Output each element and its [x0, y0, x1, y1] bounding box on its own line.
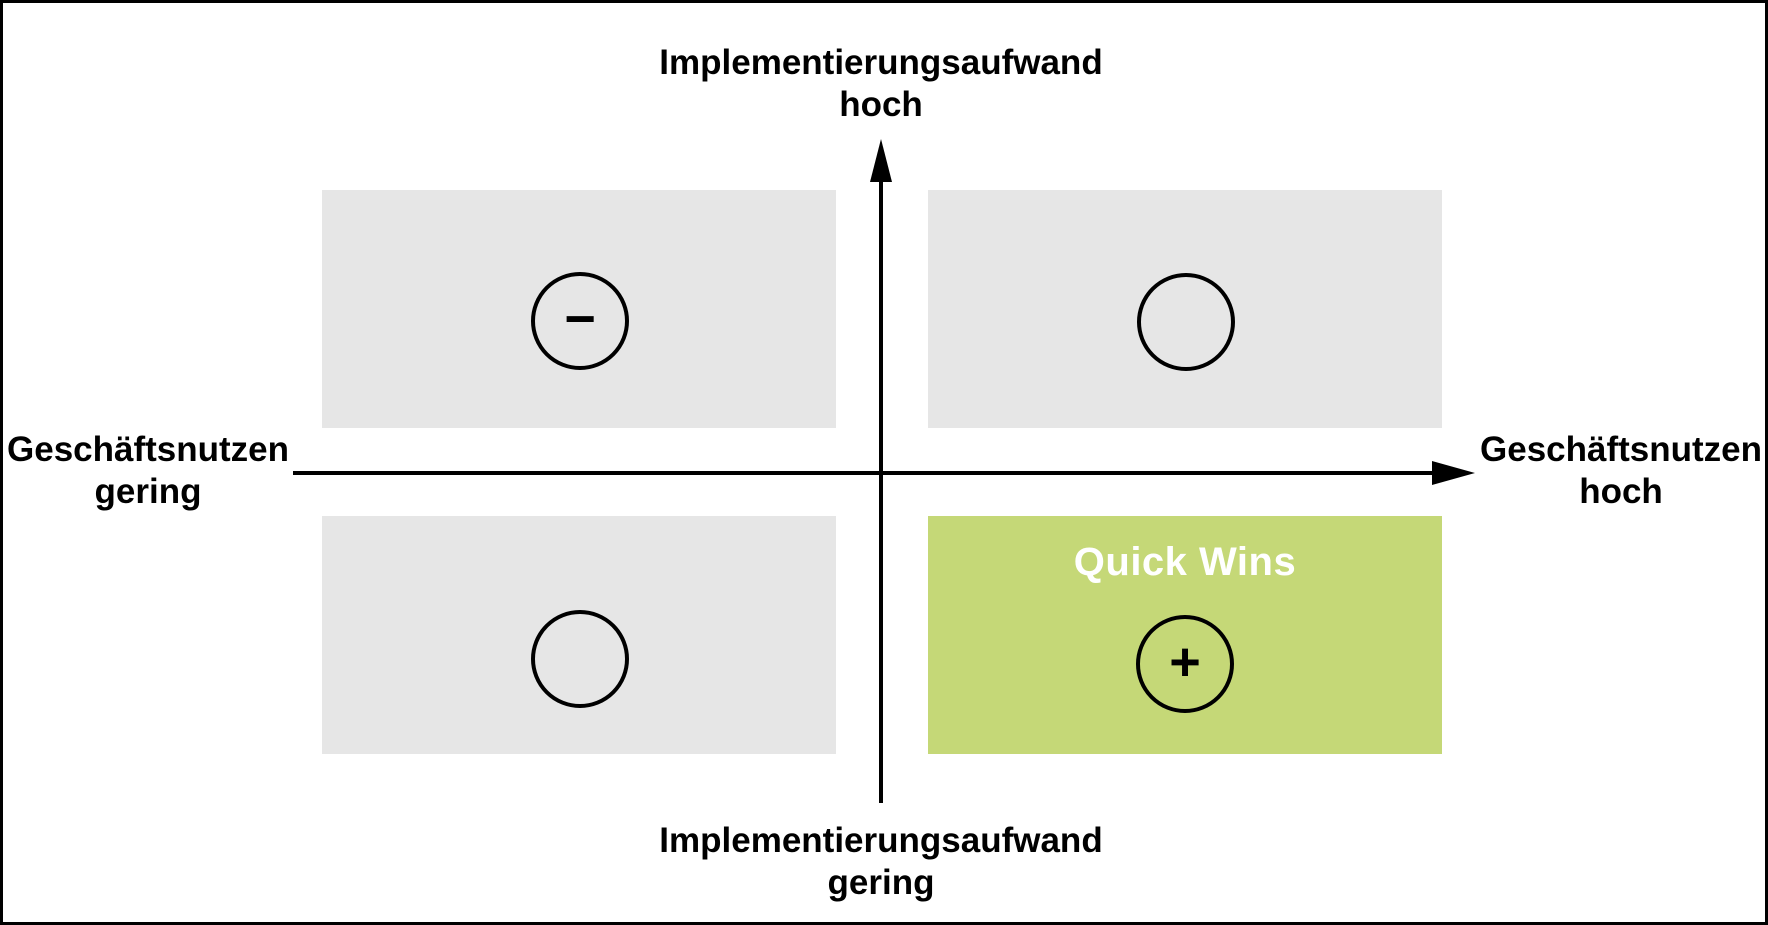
axis-label-right: Geschäftsnutzen hoch	[1474, 429, 1768, 513]
y-axis-arrowhead-icon	[870, 139, 892, 182]
marker-circle-top-right	[1137, 273, 1235, 371]
axis-label-bottom-line2: gering	[827, 863, 935, 902]
marker-circle-top-left: −	[531, 272, 629, 370]
plus-icon: +	[1169, 632, 1201, 692]
axis-label-bottom-line1: Implementierungsaufwand	[659, 821, 1103, 860]
marker-circle-bottom-left	[531, 610, 629, 708]
axis-label-right-line1: Geschäftsnutzen	[1480, 430, 1762, 469]
axis-label-top: Implementierungsaufwand hoch	[581, 42, 1181, 126]
quadrant-title-quick-wins: Quick Wins	[1073, 540, 1297, 584]
axis-label-top-line2: hoch	[839, 85, 923, 124]
axis-label-right-line2: hoch	[1579, 472, 1663, 511]
x-axis-arrowhead-icon	[1432, 461, 1475, 485]
axis-label-top-line1: Implementierungsaufwand	[659, 43, 1103, 82]
axis-label-left-line2: gering	[94, 472, 202, 511]
axis-label-left: Geschäftsnutzen gering	[0, 429, 296, 513]
axis-label-left-line1: Geschäftsnutzen	[7, 430, 289, 469]
marker-circle-bottom-right: +	[1136, 615, 1234, 713]
minus-icon: −	[564, 289, 596, 349]
axis-label-bottom: Implementierungsaufwand gering	[581, 820, 1181, 904]
